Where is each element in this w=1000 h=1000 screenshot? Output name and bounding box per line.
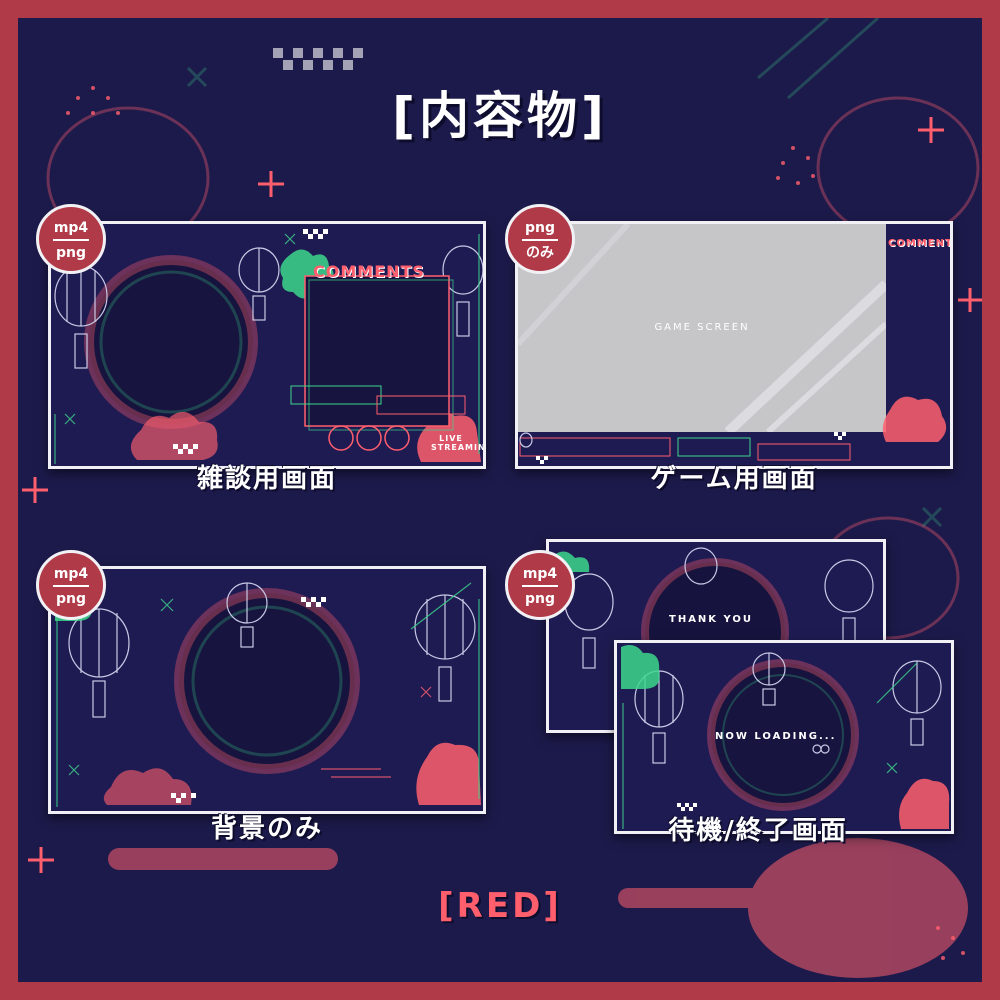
badge-line1: png [524, 220, 555, 236]
thank-you-text: THANK YOU [669, 614, 754, 625]
badge-line2: のみ [526, 245, 554, 261]
standby-screen-preview: NOW LOADING... [614, 640, 954, 834]
badge-divider [522, 239, 558, 241]
comments-label: COMMENTS [313, 262, 425, 281]
background-decoration [22, 18, 982, 978]
chat-screen-caption: 雑談用画面 [196, 464, 337, 494]
standby-screen-caption: 待機/終了画面 [668, 816, 848, 846]
sparkle-icon [22, 117, 982, 873]
badge-divider [522, 585, 558, 587]
game-comments-label: COMMENTS [888, 238, 953, 249]
badge-divider [53, 585, 89, 587]
live-streaming-label: LIVE STREAMING [431, 434, 486, 452]
format-badge-standby: mp4 png [505, 550, 575, 620]
format-badge-background: mp4 png [36, 550, 106, 620]
game-screen-preview: GAME SCREEN COMMENTS [515, 221, 953, 469]
badge-line1: mp4 [53, 566, 89, 582]
game-screen-reflection [518, 224, 886, 432]
background-only-caption: 背景のみ [210, 814, 323, 844]
lantern-icon [68, 582, 476, 718]
badge-line1: mp4 [53, 220, 89, 236]
chat-screen-art [54, 229, 483, 464]
badge-line1: mp4 [522, 566, 558, 582]
page-title: [内容物] [392, 87, 608, 145]
badge-line2: png [55, 245, 86, 261]
standby-screen-art [621, 645, 950, 829]
background-only-preview [48, 566, 486, 814]
background-only-art [55, 582, 481, 807]
color-variant-label: [RED] [438, 886, 562, 926]
chat-screen-preview: COMMENTS LIVE STREAMING [48, 221, 486, 469]
game-screen-label: GAME SCREEN [654, 322, 750, 333]
main-frame: [内容物] [18, 18, 982, 982]
badge-line2: png [55, 591, 86, 607]
game-screen-area: GAME SCREEN [518, 224, 886, 432]
now-loading-text: NOW LOADING... [715, 731, 837, 742]
badge-line2: png [524, 591, 555, 607]
format-badge-chat: mp4 png [36, 204, 106, 274]
format-badge-game: png のみ [505, 204, 575, 274]
game-screen-caption: ゲーム用画面 [650, 464, 818, 494]
badge-divider [53, 239, 89, 241]
lantern-icon [54, 245, 483, 369]
